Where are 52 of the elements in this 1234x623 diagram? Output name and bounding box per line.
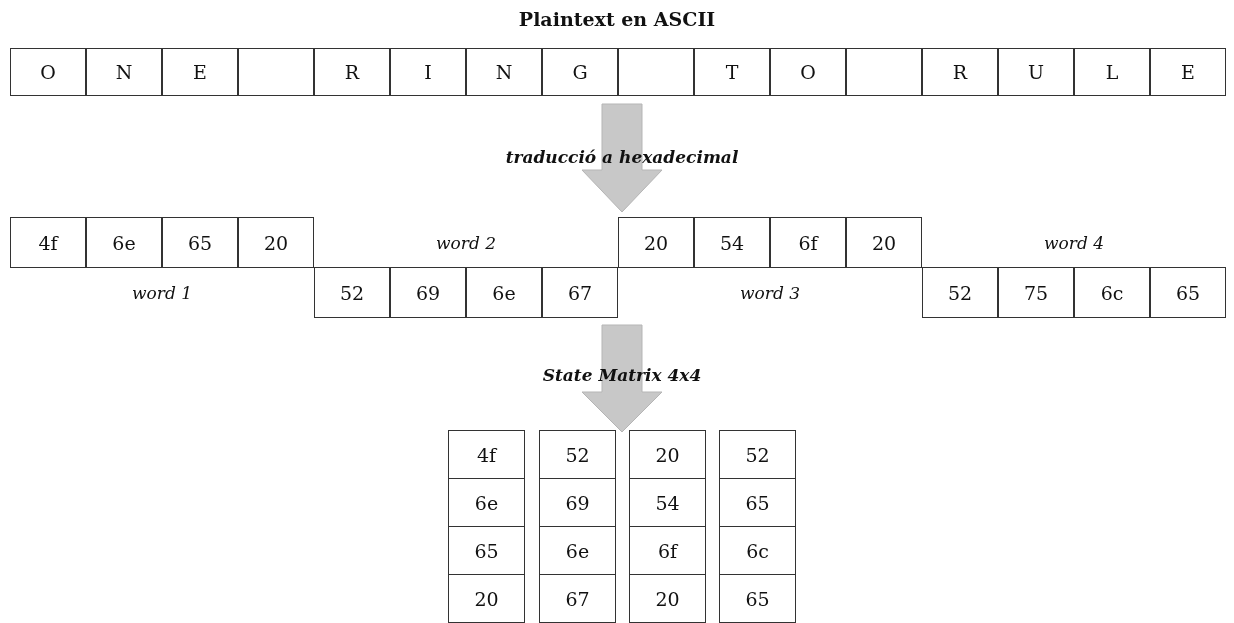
matrix-cell: 4f xyxy=(448,430,525,479)
table-cell: 20 xyxy=(618,217,694,268)
table-cell: I xyxy=(390,48,466,96)
table-cell: 6e xyxy=(466,267,542,318)
matrix-cell: 65 xyxy=(719,478,796,527)
matrix-cell: 65 xyxy=(719,574,796,623)
table-cell: 6e xyxy=(86,217,162,268)
table-cell: O xyxy=(10,48,86,96)
matrix-cell: 20 xyxy=(629,430,706,479)
table-cell: T xyxy=(694,48,770,96)
matrix-cell: 65 xyxy=(448,526,525,575)
word-label: word 1 xyxy=(131,282,193,305)
table-cell: R xyxy=(922,48,998,96)
table-cell: 54 xyxy=(694,217,770,268)
table-cell: L xyxy=(1074,48,1150,96)
matrix-cell: 52 xyxy=(539,430,616,479)
matrix-cell: 20 xyxy=(448,574,525,623)
table-cell: 65 xyxy=(1150,267,1226,318)
table-cell: G xyxy=(542,48,618,96)
matrix-cell: 6e xyxy=(448,478,525,527)
table-cell: 20 xyxy=(846,217,922,268)
step-label: State Matrix 4x4 xyxy=(541,364,703,387)
table-cell: N xyxy=(86,48,162,96)
table-cell: R xyxy=(314,48,390,96)
table-cell: 52 xyxy=(922,267,998,318)
word-label: word 3 xyxy=(739,282,801,305)
table-cell: 20 xyxy=(238,217,314,268)
table-cell: E xyxy=(162,48,238,96)
table-cell: 69 xyxy=(390,267,466,318)
word-label: word 2 xyxy=(435,232,497,255)
table-cell: E xyxy=(1150,48,1226,96)
matrix-cell: 52 xyxy=(719,430,796,479)
table-cell: U xyxy=(998,48,1074,96)
title: Plaintext en ASCII xyxy=(517,7,717,32)
table-cell: 6c xyxy=(1074,267,1150,318)
matrix-cell: 6e xyxy=(539,526,616,575)
table-cell: 6f xyxy=(770,217,846,268)
matrix-cell: 6f xyxy=(629,526,706,575)
matrix-cell: 6c xyxy=(719,526,796,575)
table-cell: 67 xyxy=(542,267,618,318)
matrix-cell: 54 xyxy=(629,478,706,527)
step-label: traducció a hexadecimal xyxy=(504,146,740,169)
table-cell: O xyxy=(770,48,846,96)
word-label: word 4 xyxy=(1043,232,1105,255)
matrix-cell: 20 xyxy=(629,574,706,623)
matrix-cell: 69 xyxy=(539,478,616,527)
table-cell: 75 xyxy=(998,267,1074,318)
table-cell: N xyxy=(466,48,542,96)
table-cell: 65 xyxy=(162,217,238,268)
matrix-cell: 67 xyxy=(539,574,616,623)
table-cell: 4f xyxy=(10,217,86,268)
table-cell: 52 xyxy=(314,267,390,318)
